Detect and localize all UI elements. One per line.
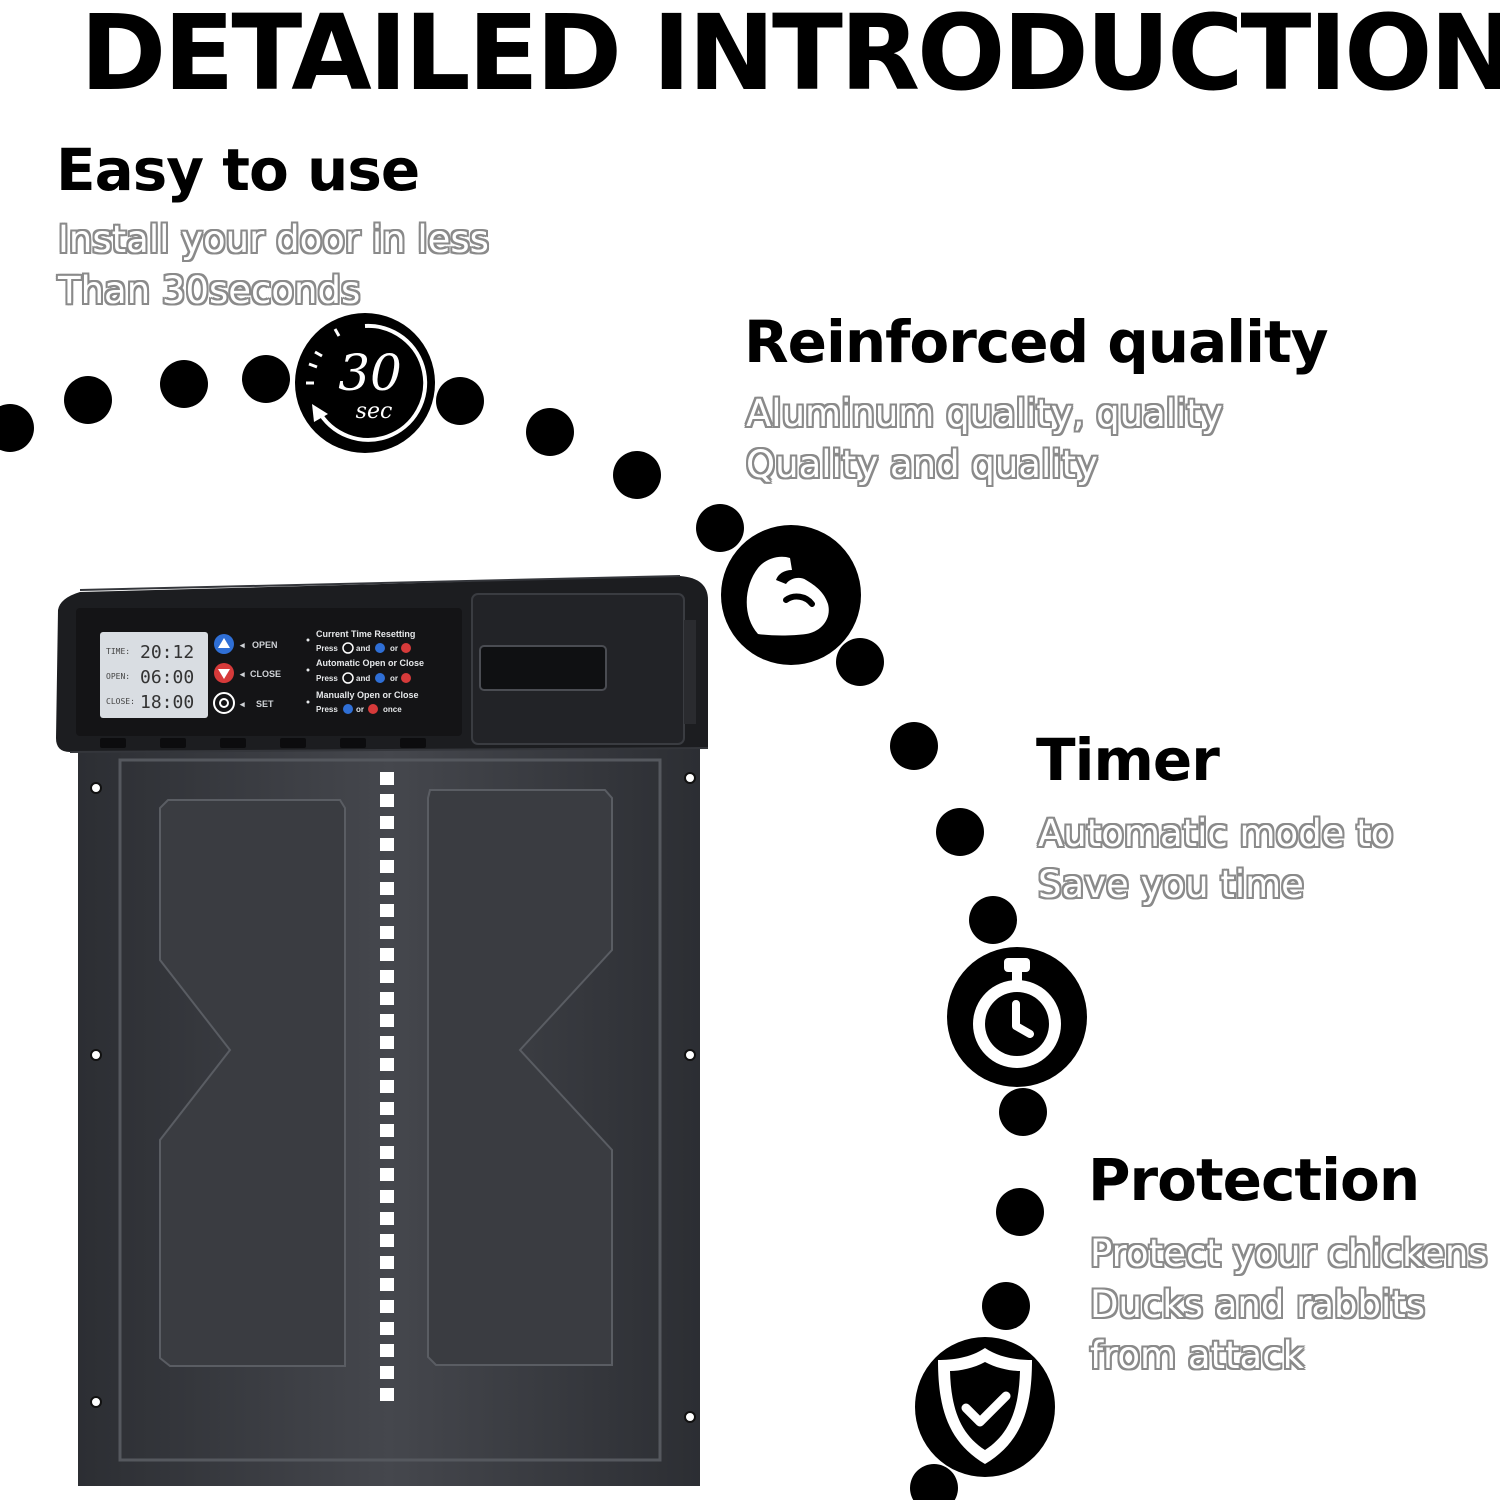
lcd-open-value: 06:00 [140,667,194,688]
led-light [380,1212,394,1225]
path-dot [526,408,574,456]
led-light [380,1366,394,1379]
svg-text:Press: Press [316,705,338,714]
led-light [380,1080,394,1093]
stopwatch-icon [947,947,1087,1087]
led-light [380,948,394,961]
svg-text:and: and [356,644,370,653]
svg-text:◂: ◂ [239,699,245,709]
feature-desc-protection: Protect your chickens Ducks and rabbits … [1090,1232,1488,1377]
svg-text:sec: sec [356,399,393,424]
svg-text:◂: ◂ [239,640,245,650]
down-arrow-icon [218,669,230,679]
lcd-close-label: CLOSE: [106,697,135,706]
led-light [380,904,394,917]
svg-text:or: or [356,705,364,714]
lcd-open-label: OPEN: [106,672,130,681]
led-light [380,882,394,895]
path-dot [242,355,290,403]
set-button-label: SET [256,699,274,709]
close-button-label: CLOSE [250,669,281,679]
led-light [380,970,394,983]
led-light [380,1058,394,1071]
path-dot [436,377,484,425]
set-button[interactable] [213,692,235,714]
feature-title-quality: Reinforced quality [744,308,1329,376]
path-dot [982,1282,1030,1330]
led-light [380,1036,394,1049]
path-dot [936,808,984,856]
svg-text:30: 30 [338,344,402,402]
instruction-heading: Current Time Resetting [316,629,415,639]
open-button[interactable] [214,634,234,654]
lcd-close-value: 18:00 [140,692,194,713]
path-dot [0,404,34,452]
svg-text:and: and [356,674,370,683]
instruction-heading: Automatic Open or Close [316,658,424,668]
path-dot [613,451,661,499]
path-dot [910,1464,958,1500]
led-light [380,794,394,807]
led-light-strip [380,772,394,1401]
feature-title-timer: Timer [1036,726,1220,794]
path-dot [969,896,1017,944]
path-dot [160,360,208,408]
svg-text:or: or [390,674,398,683]
path-dot [999,1088,1047,1136]
up-arrow-icon [218,638,230,648]
led-light [380,772,394,785]
path-dot [836,638,884,686]
led-light [380,1388,394,1401]
page-title: DETAILED INTRODUCTION [80,0,1500,114]
led-light [380,1234,394,1247]
feature-desc-timer: Automatic mode to Save you time [1038,812,1394,906]
gear-icon [219,698,229,708]
svg-text:Press: Press [316,644,338,653]
screw-holes [90,772,696,1423]
svg-text:or: or [390,644,398,653]
path-dot [64,376,112,424]
path-dot [890,722,938,770]
led-light [380,1344,394,1357]
feature-desc-quality: Aluminum quality, quality Quality and qu… [746,392,1223,486]
led-light [380,1278,394,1291]
led-light [380,1124,394,1137]
svg-text:◂: ◂ [239,669,245,679]
led-light [380,1014,394,1027]
lcd-time-label: TIME: [106,647,130,656]
led-light [380,1190,394,1203]
feature-title-easy: Easy to use [56,136,420,204]
battery-latch [479,645,607,691]
instruction-heading: Manually Open or Close [316,690,419,700]
led-light [380,1256,394,1269]
path-dot [996,1188,1044,1236]
led-light [380,1102,394,1115]
svg-text:Press: Press [316,674,338,683]
led-light [380,838,394,851]
shield-check-icon [915,1337,1055,1477]
path-dot [696,504,744,552]
open-button-label: OPEN [252,640,278,650]
svg-text:once: once [383,705,402,714]
30-sec-timer-icon: 30 sec [295,313,435,453]
led-light [380,816,394,829]
lcd-screen [100,632,208,718]
led-light [380,1146,394,1159]
led-light [380,926,394,939]
feature-title-protection: Protection [1088,1146,1420,1214]
feature-desc-easy: Install your door in less Than 30seconds [58,218,489,312]
flexed-arm-icon [721,525,861,665]
led-light [380,1322,394,1335]
led-light [380,860,394,873]
led-light [380,992,394,1005]
lcd-time-value: 20:12 [140,642,194,663]
led-light [380,1300,394,1313]
led-light [380,1168,394,1181]
close-button[interactable] [214,663,234,683]
